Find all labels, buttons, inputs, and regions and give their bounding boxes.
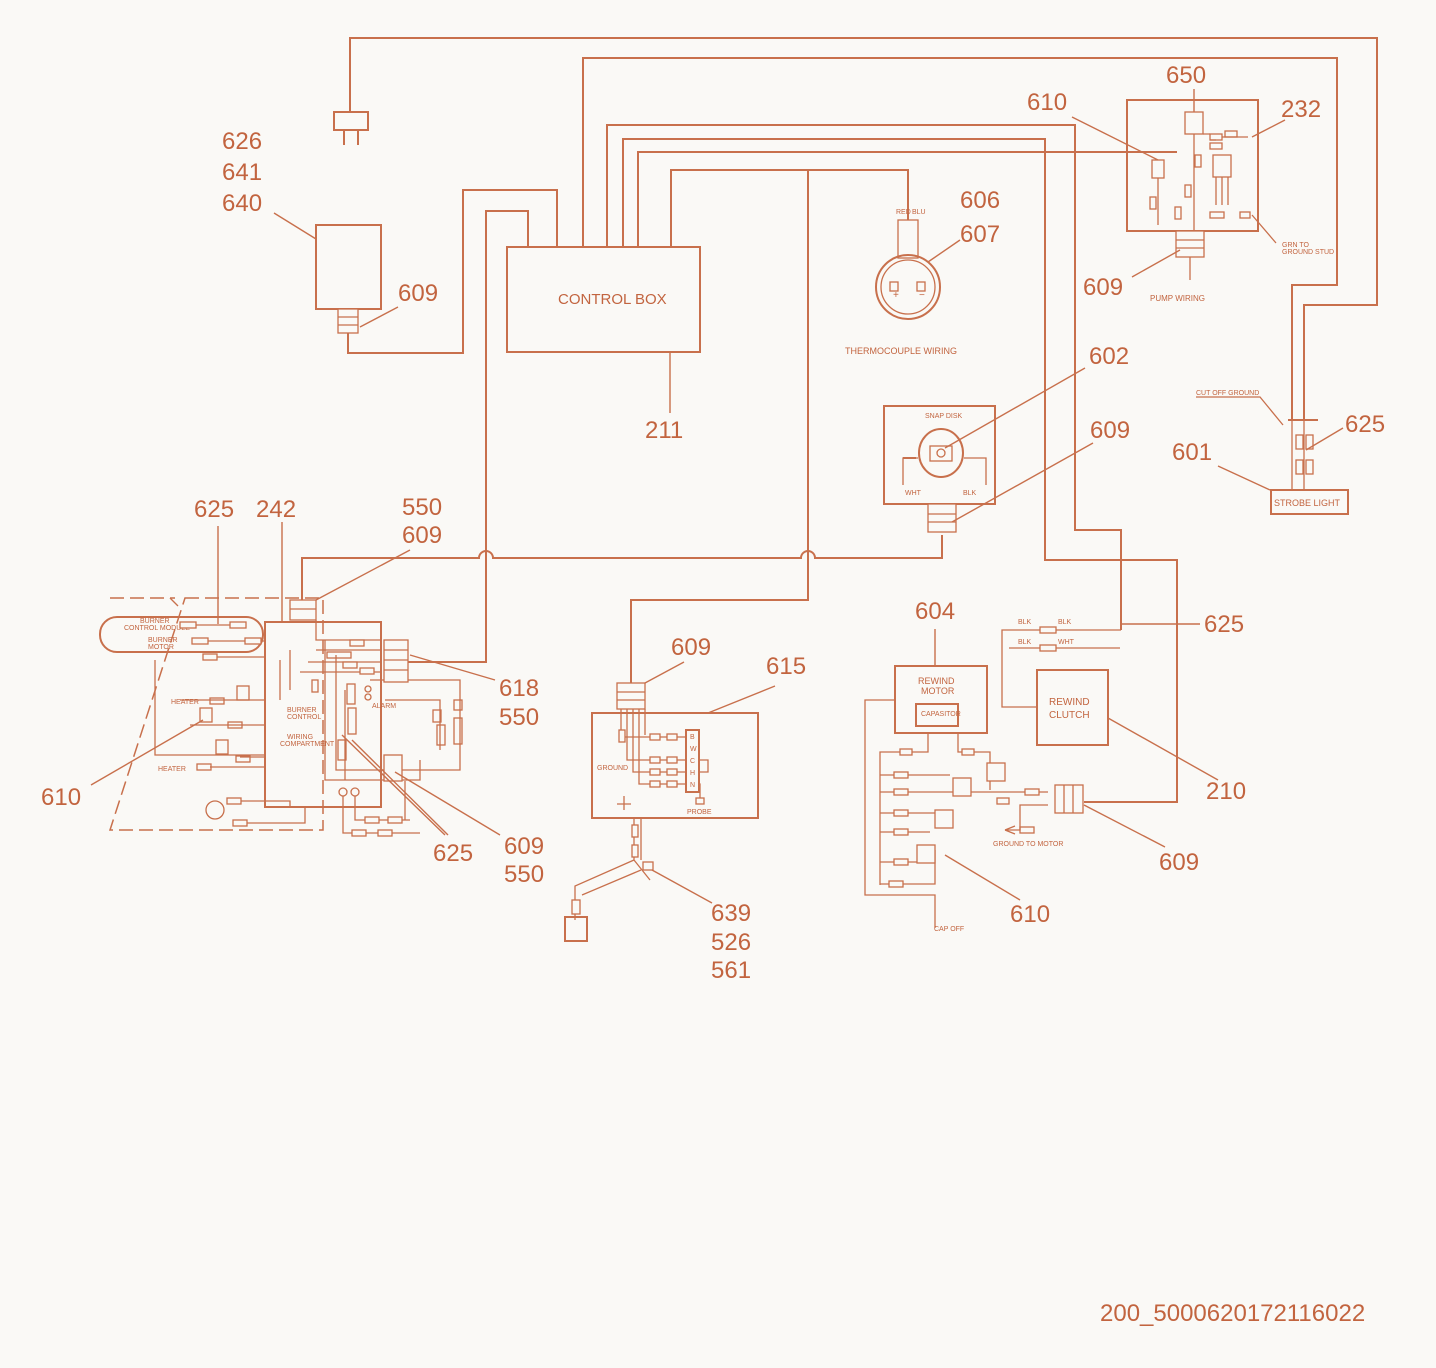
burner-section: BURNER CONTROL MODULE BURNER MOTOR BURNE… bbox=[99, 597, 463, 837]
callout-609-f: 609 bbox=[671, 634, 711, 661]
strobe-light-label: STROBE LIGHT bbox=[1274, 498, 1341, 508]
callout-211: 211 bbox=[645, 417, 683, 444]
callout-561: 561 bbox=[711, 957, 751, 984]
callout-609-b: 609 bbox=[1083, 274, 1123, 301]
callout-640: 640 bbox=[222, 190, 262, 217]
rewind-clutch-label-2: CLUTCH bbox=[1049, 710, 1090, 721]
pump-grn-label-2: GROUND STUD bbox=[1282, 249, 1334, 256]
rewind-motor: REWIND MOTOR CAPASITOR GROUND TO MOTOR C… bbox=[864, 665, 1084, 933]
strobe-light: CUT OFF GROUND STROBE LIGHT bbox=[1196, 390, 1349, 515]
power-box-640 bbox=[315, 224, 382, 334]
snap-disk: SNAP DISK WHT BLK bbox=[883, 405, 996, 533]
burner-motor-1: BURNER bbox=[148, 637, 178, 644]
rewind-motor-label-2: MOTOR bbox=[921, 686, 955, 696]
probe-box: GROUND B W C H N PROBE bbox=[564, 682, 759, 942]
callout-610-b: 610 bbox=[41, 784, 81, 811]
callout-numbers: 626 641 640 609 211 606 607 610 650 232 … bbox=[41, 62, 1385, 984]
wiring-compartment-2: COMPARTMENT bbox=[280, 741, 335, 748]
probe-term-w: W bbox=[690, 746, 697, 753]
callout-609-a: 609 bbox=[398, 280, 438, 307]
callout-626: 626 bbox=[222, 128, 262, 155]
ground-to-motor-label: GROUND TO MOTOR bbox=[993, 841, 1063, 848]
wiring-compartment-1: WIRING bbox=[287, 734, 313, 741]
footer-id: 200_5000620172116022 bbox=[1100, 1300, 1365, 1327]
cap-off-label: CAP OFF bbox=[934, 926, 964, 933]
clutch-wire-1: BLK bbox=[1018, 619, 1032, 626]
callout-609-c: 609 bbox=[1090, 417, 1130, 444]
pump-wiring-label: PUMP WIRING bbox=[1150, 294, 1205, 303]
rewind-clutch: REWIND CLUTCH BLK BLK BLK WHT bbox=[1001, 619, 1121, 746]
leader-lines bbox=[90, 89, 1344, 904]
control-box-label: CONTROL BOX bbox=[558, 291, 667, 308]
burner-control-1: BURNER bbox=[287, 707, 317, 714]
snap-disk-label: SNAP DISK bbox=[925, 413, 963, 420]
burner-motor-2: MOTOR bbox=[148, 644, 174, 651]
svg-text:RED: RED bbox=[896, 209, 911, 216]
burner-control-module-1: BURNER bbox=[140, 618, 170, 625]
rewind-clutch-label-1: REWIND bbox=[1049, 697, 1090, 708]
callout-625-c: 625 bbox=[433, 840, 473, 867]
callout-232: 232 bbox=[1281, 96, 1321, 123]
ground-label: GROUND bbox=[597, 765, 628, 772]
callout-615: 615 bbox=[766, 653, 806, 680]
callout-610-a: 610 bbox=[1027, 89, 1067, 116]
callout-210: 210 bbox=[1206, 778, 1246, 805]
callout-601: 601 bbox=[1172, 439, 1212, 466]
callout-550-a: 550 bbox=[402, 494, 442, 521]
callout-625-a: 625 bbox=[1345, 411, 1385, 438]
clutch-wire-2: BLK bbox=[1058, 619, 1072, 626]
clutch-wire-3: BLK bbox=[1018, 639, 1032, 646]
probe-label: PROBE bbox=[687, 809, 712, 816]
callout-606: 606 bbox=[960, 187, 1000, 214]
callout-610-c: 610 bbox=[1010, 901, 1050, 928]
callout-607: 607 bbox=[960, 221, 1000, 248]
clutch-wire-4: WHT bbox=[1058, 639, 1075, 646]
callout-625-b: 625 bbox=[194, 496, 234, 523]
cut-off-ground-label: CUT OFF GROUND bbox=[1196, 390, 1259, 397]
callout-604: 604 bbox=[915, 598, 955, 625]
main-wires bbox=[301, 37, 1378, 803]
callout-639: 639 bbox=[711, 900, 751, 927]
callout-550-c: 550 bbox=[504, 861, 544, 888]
thermocouple-label: THERMOCOUPLE WIRING bbox=[845, 346, 957, 356]
thermocouple: RED BLU + − THERMOCOUPLE WIRING bbox=[845, 209, 957, 356]
callout-609-g: 609 bbox=[1159, 849, 1199, 876]
callout-550-b: 550 bbox=[499, 704, 539, 731]
control-box: CONTROL BOX bbox=[506, 246, 701, 353]
snap-disk-blk: BLK bbox=[963, 490, 977, 497]
probe-term-h: H bbox=[690, 770, 695, 777]
callout-641: 641 bbox=[222, 159, 262, 186]
snap-disk-wht: WHT bbox=[905, 490, 922, 497]
alarm-label: ALARM bbox=[372, 703, 396, 710]
probe-term-c: C bbox=[690, 758, 695, 765]
callout-609-d: 609 bbox=[402, 522, 442, 549]
callout-242: 242 bbox=[256, 496, 296, 523]
rewind-motor-label-1: REWIND bbox=[918, 676, 955, 686]
probe-term-b: B bbox=[690, 734, 695, 741]
svg-text:−: − bbox=[919, 290, 925, 301]
heater-1-label: HEATER bbox=[171, 699, 199, 706]
pump-wiring: GRN TO GROUND STUD PUMP WIRING bbox=[1126, 99, 1334, 303]
burner-control-2: CONTROL bbox=[287, 714, 321, 721]
heater-2-label: HEATER bbox=[158, 766, 186, 773]
callout-625-d: 625 bbox=[1204, 611, 1244, 638]
burner-control-module-2: CONTROL MODULE bbox=[124, 625, 190, 632]
svg-text:+: + bbox=[893, 290, 899, 301]
callout-609-e: 609 bbox=[504, 833, 544, 860]
svg-text:BLU: BLU bbox=[912, 209, 926, 216]
callout-650: 650 bbox=[1166, 62, 1206, 89]
pump-grn-label-1: GRN TO bbox=[1282, 242, 1310, 249]
callout-618: 618 bbox=[499, 675, 539, 702]
probe-term-n: N bbox=[690, 782, 695, 789]
power-plug bbox=[333, 111, 369, 145]
callout-602: 602 bbox=[1089, 343, 1129, 370]
callout-526: 526 bbox=[711, 929, 751, 956]
capacitor-label: CAPASITOR bbox=[921, 711, 961, 718]
